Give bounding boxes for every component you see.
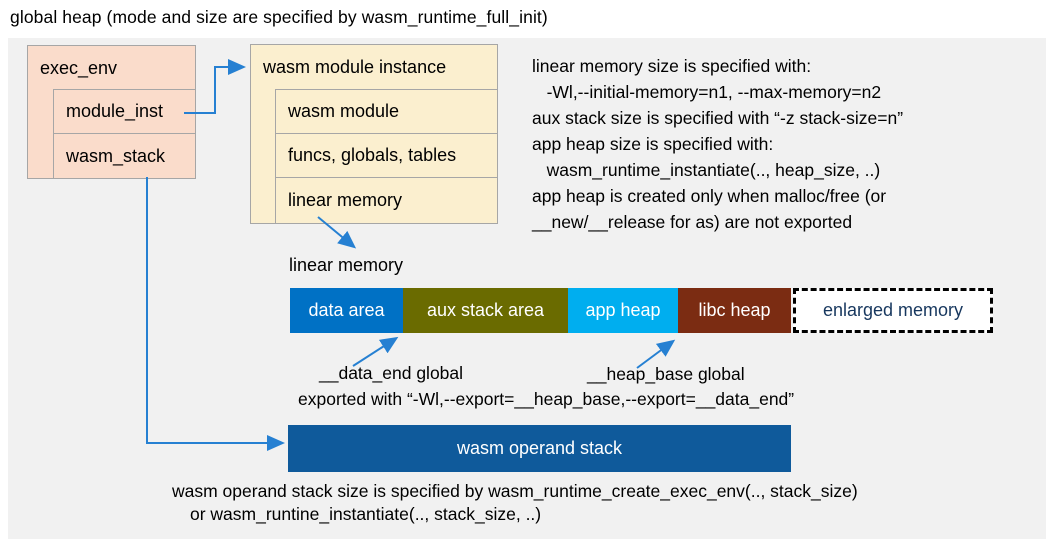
- operand-stack-note: wasm operand stack size is specified by …: [172, 481, 858, 501]
- linear-memory-box: linear memory: [275, 177, 498, 224]
- linear-memory-bar-label: linear memory: [289, 255, 404, 275]
- module-inst-box: module_inst: [53, 89, 196, 134]
- diagram-title: global heap (mode and size are specified…: [10, 7, 548, 27]
- segment-libc-heap: libc heap: [678, 288, 791, 333]
- note-line: __new/__release for as) are not exported: [532, 212, 853, 232]
- data-end-global-label: __data_end global: [319, 363, 464, 383]
- note-line: app heap size is specified with:: [532, 134, 774, 154]
- note-line: linear memory size is specified with:: [532, 56, 812, 76]
- segment-enlarged-memory: enlarged memory: [793, 288, 993, 333]
- note-line: wasm_runtime_instantiate(.., heap_size, …: [532, 160, 881, 180]
- exec-env-label: exec_env: [40, 58, 118, 78]
- exported-with-label: exported with “-Wl,--export=__heap_base,…: [298, 389, 795, 409]
- segment-aux-stack-area: aux stack area: [403, 288, 568, 333]
- note-line: app heap is created only when malloc/fre…: [532, 186, 887, 206]
- heap-base-global-label: __heap_base global: [587, 364, 745, 384]
- funcs-globals-tables-box: funcs, globals, tables: [275, 133, 498, 178]
- note-line: aux stack size is specified with “-z sta…: [532, 108, 904, 128]
- segment-app-heap: app heap: [568, 288, 678, 333]
- segment-data-area: data area: [290, 288, 403, 333]
- operand-stack-note: or wasm_runtine_instantiate(.., stack_si…: [190, 504, 542, 524]
- wasm-stack-box: wasm_stack: [53, 133, 196, 179]
- note-line: -Wl,--initial-memory=n1, --max-memory=n2: [532, 82, 882, 102]
- size-notes: linear memory size is specified with: -W…: [532, 53, 903, 235]
- module-instance-label: wasm module instance: [263, 57, 447, 77]
- wasm-operand-stack-bar: wasm operand stack: [288, 425, 791, 472]
- wasm-module-box: wasm module: [275, 89, 498, 134]
